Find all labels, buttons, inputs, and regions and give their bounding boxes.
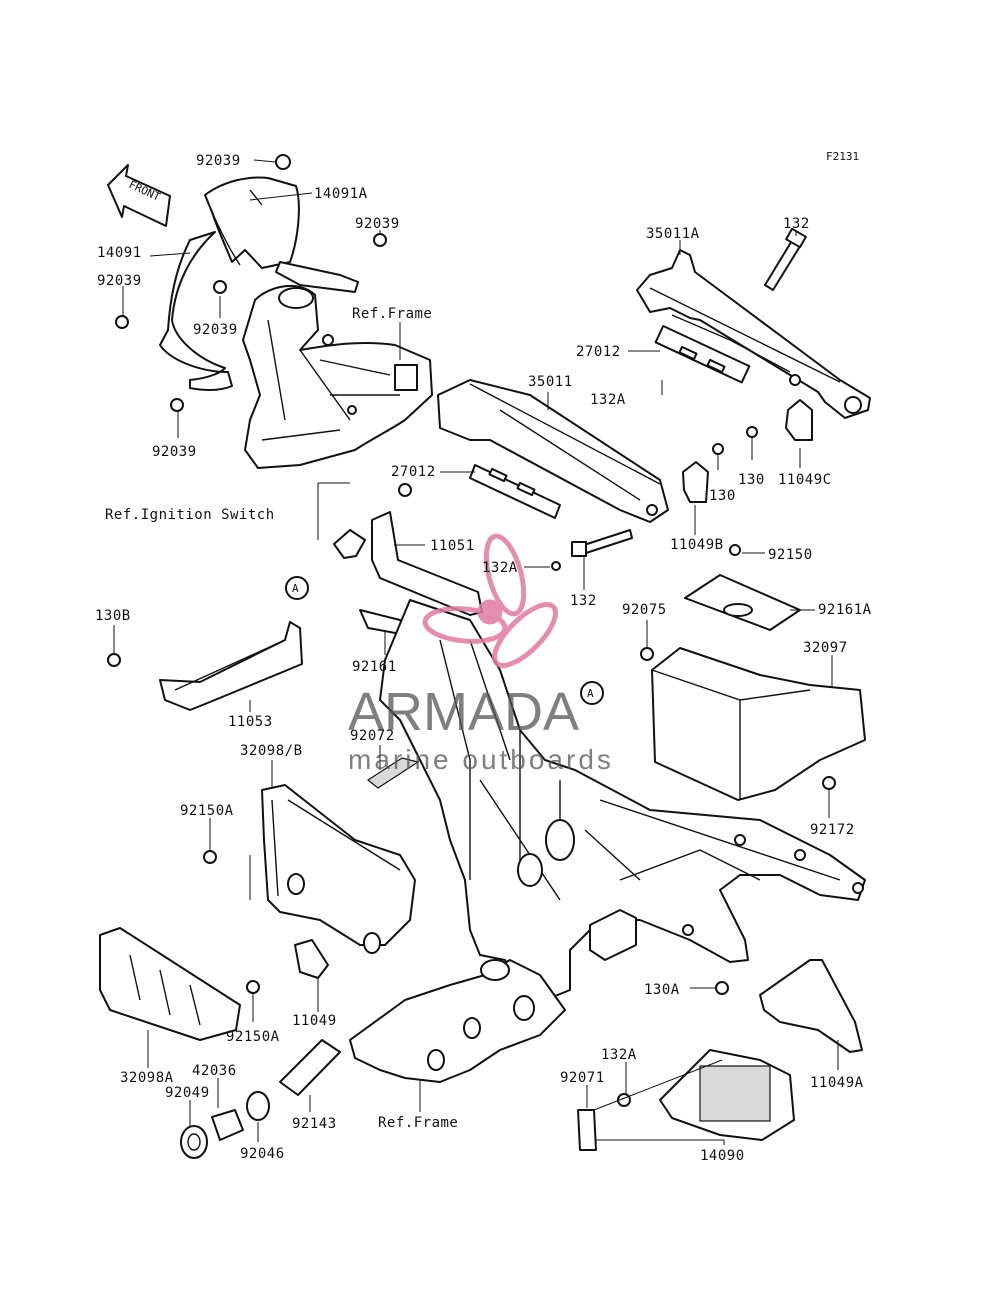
watermark-brand: ARMADA [348, 682, 579, 742]
pipe-92143 [279, 1039, 341, 1096]
label-130: 130 [709, 488, 736, 504]
label-35011A: 35011A [646, 226, 700, 242]
label-92039: 92039 [97, 273, 142, 289]
bracket-11049C [712, 399, 813, 455]
label-132A: 132A [601, 1047, 637, 1063]
rail-35011A [636, 249, 871, 419]
label-130B: 130B [95, 608, 131, 624]
rail-35011 [437, 379, 669, 523]
bracket-11049 [246, 939, 329, 994]
label-92039: 92039 [355, 216, 400, 232]
label-92143: 92143 [292, 1116, 337, 1132]
label-ref-ignition-switch: Ref.Ignition Switch [105, 507, 275, 523]
label-92161: 92161 [352, 659, 397, 675]
bracket-11049B [682, 461, 741, 556]
label-11049C: 11049C [778, 472, 832, 488]
front-arrow-icon: FRONT [107, 164, 171, 227]
bracket-11053 [107, 621, 303, 711]
bushing-92046 [246, 1091, 270, 1121]
label-14090: 14090 [700, 1148, 745, 1164]
label-14091A: 14091A [314, 186, 368, 202]
label-27012: 27012 [391, 464, 436, 480]
figure-code: F2131 [826, 150, 859, 163]
bolt-132-top [764, 227, 807, 291]
label-42036: 42036 [192, 1063, 237, 1079]
label-92072: 92072 [350, 728, 395, 744]
label-92039: 92039 [193, 322, 238, 338]
label-27012: 27012 [576, 344, 621, 360]
svg-text:A: A [292, 582, 299, 595]
battery-case-14090 [577, 1049, 795, 1151]
label-32098B: 32098/B [240, 743, 303, 759]
label-132A: 132A [482, 560, 518, 576]
label-11049: 11049 [292, 1013, 337, 1029]
label-132: 132 [783, 216, 810, 232]
side-cover-32098B [203, 784, 416, 954]
callout-a-top: A [285, 576, 309, 600]
label-32097: 32097 [803, 640, 848, 656]
label-132A: 132A [590, 392, 626, 408]
label-92161A: 92161A [818, 602, 872, 618]
label-132: 132 [570, 593, 597, 609]
frame-head [242, 284, 433, 469]
leader-lines [113, 159, 839, 1145]
battery-box-32097 [640, 574, 866, 801]
watermark-tagline: marine outboards [348, 744, 614, 775]
bolt-132-mid [571, 529, 633, 557]
label-14091: 14091 [97, 245, 142, 261]
label-92046: 92046 [240, 1146, 285, 1162]
cover-14091 [115, 154, 387, 412]
side-cover-32098A [99, 927, 241, 1041]
pad-92072 [366, 757, 420, 789]
propeller-logo-icon [422, 533, 558, 668]
label-92071: 92071 [560, 1070, 605, 1086]
label-130A: 130A [644, 982, 680, 998]
label-92049: 92049 [165, 1085, 210, 1101]
label-11049A: 11049A [810, 1075, 864, 1091]
label-130: 130 [738, 472, 765, 488]
label-ref-frame: Ref.Frame [378, 1115, 458, 1131]
label-11053: 11053 [228, 714, 273, 730]
svg-text:A: A [587, 687, 594, 700]
label-32098A: 32098A [120, 1070, 174, 1086]
main-frame [379, 599, 866, 1001]
lower-frame [349, 959, 566, 1083]
part-labels: 92039 14091A 92039 14091 92039 92039 920… [95, 153, 872, 1164]
label-92075: 92075 [622, 602, 667, 618]
label-92150: 92150 [768, 547, 813, 563]
label-11051: 11051 [430, 538, 475, 554]
label-11049B: 11049B [670, 537, 724, 553]
watermark: ARMADA marine outboards [348, 533, 614, 775]
collar-92049 [180, 1125, 208, 1159]
bracket-11049A [715, 959, 863, 1053]
label-ref-frame: Ref.Frame [352, 306, 432, 322]
label-92150A: 92150A [180, 803, 234, 819]
label-92039: 92039 [196, 153, 241, 169]
label-92150A: 92150A [226, 1029, 280, 1045]
label-92172: 92172 [810, 822, 855, 838]
label-35011: 35011 [528, 374, 573, 390]
bushing-42036 [211, 1109, 244, 1141]
label-92039: 92039 [152, 444, 197, 460]
callout-a-bottom: A [580, 681, 604, 705]
